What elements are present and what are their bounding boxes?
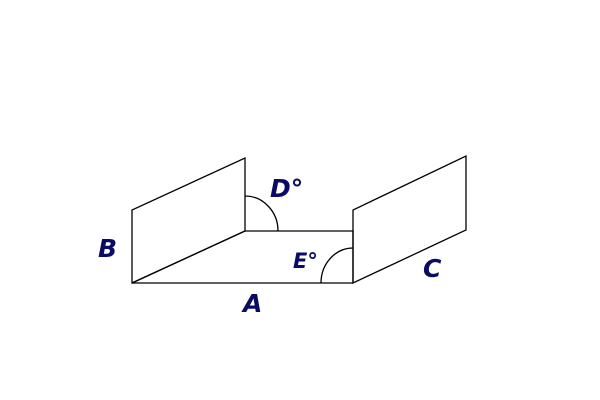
right-face [352,154,467,285]
angle-e-arc [320,247,354,284]
label-a: A [241,289,262,318]
label-e-angle: E° [293,249,318,273]
label-c: C [423,254,442,283]
angle-d-arc [244,195,279,232]
label-b: B [98,234,117,263]
label-d-angle: D° [270,174,303,203]
base-parallelogram [131,230,354,284]
left-face [131,156,246,285]
